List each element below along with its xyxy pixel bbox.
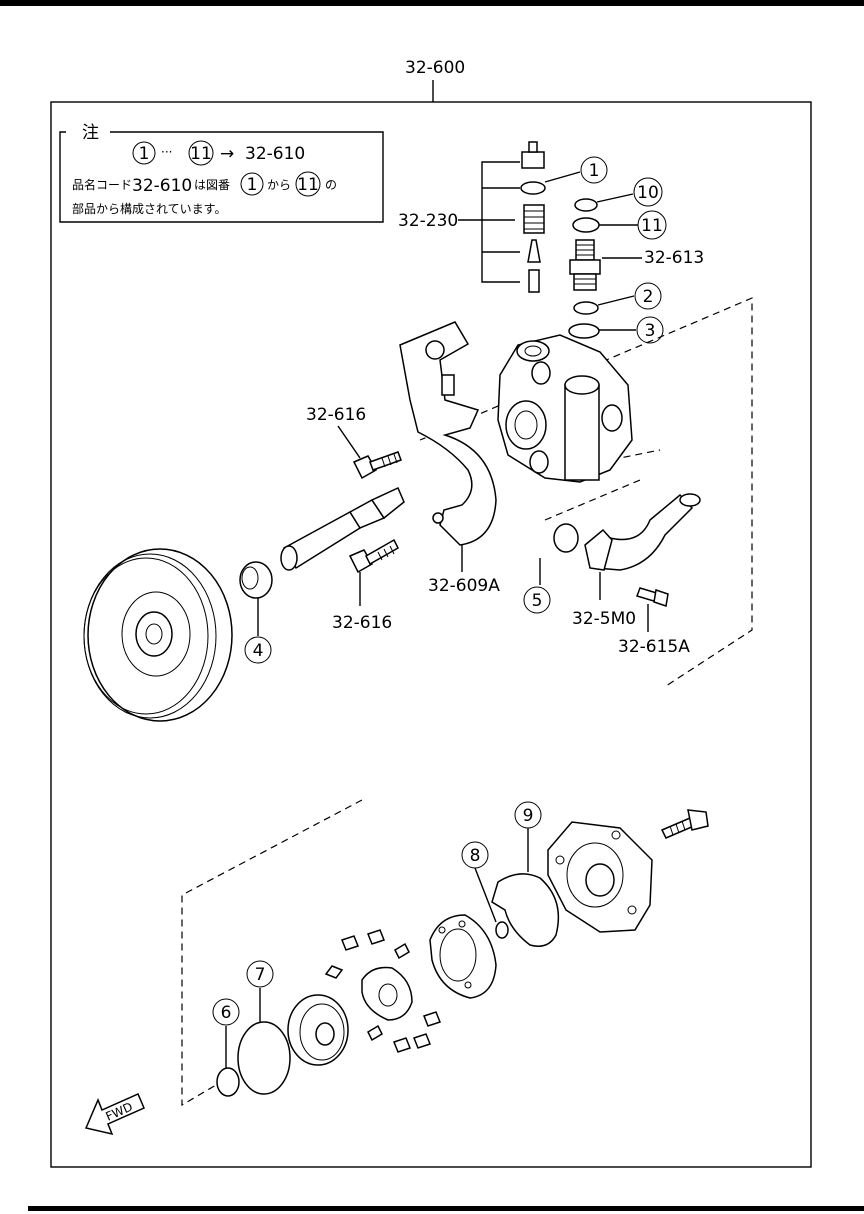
- gasket-9: [491, 873, 560, 947]
- top-rule: [0, 0, 864, 6]
- label-32-616-lower[interactable]: 32-616: [332, 613, 392, 633]
- pulley: [83, 548, 233, 722]
- note-line2-kara: から: [267, 178, 291, 192]
- oring-11: [572, 217, 600, 233]
- vanes: [324, 929, 441, 1053]
- rotor: [361, 966, 413, 1021]
- callout-3[interactable]: 3: [645, 321, 656, 341]
- callout-2[interactable]: 2: [643, 287, 654, 307]
- note-line2-prefix: 品名コード: [72, 177, 132, 192]
- valve-pin: [528, 269, 540, 293]
- label-32-609A[interactable]: 32-609A: [428, 576, 500, 596]
- note-line2-mid: は図番: [194, 178, 230, 192]
- callout-11[interactable]: 11: [641, 216, 663, 236]
- pump-bracket: [399, 321, 497, 546]
- oring-6: [216, 1067, 240, 1097]
- note-line2-code: 32-610: [132, 176, 192, 196]
- note-box: 注 1 ··· 11 → 32-610 品名コード 32-610 は図番 1 か…: [59, 123, 384, 223]
- note-range-code: 32-610: [245, 144, 305, 164]
- oring-8: [495, 921, 509, 939]
- oring-1: [520, 181, 546, 195]
- valve-spring: [523, 204, 545, 234]
- callout-5[interactable]: 5: [532, 591, 543, 611]
- note-heading: 注: [82, 123, 99, 143]
- valve-bracket: [458, 161, 520, 283]
- label-32-5M0[interactable]: 32-5M0: [572, 609, 636, 629]
- bottom-rule: [28, 1206, 864, 1211]
- note-line2-no: の: [325, 178, 337, 192]
- callout-6[interactable]: 6: [221, 1003, 232, 1023]
- diagram-frame: [50, 101, 812, 1168]
- callout-4[interactable]: 4: [253, 641, 264, 661]
- oring-7: [237, 1021, 291, 1095]
- side-plate: [287, 994, 349, 1066]
- oring-2: [573, 301, 599, 315]
- upper-dash-group: [419, 297, 753, 687]
- note-range-dots: ···: [161, 145, 172, 159]
- fwd-label: FWD: [104, 1100, 135, 1124]
- pump-body: [497, 334, 633, 483]
- callout-1[interactable]: 1: [589, 161, 600, 181]
- cam-ring: [429, 914, 497, 999]
- note-arrow: →: [220, 144, 234, 164]
- suction-pipe: [584, 493, 701, 571]
- callout-10[interactable]: 10: [637, 183, 659, 203]
- assembly-code-label[interactable]: 32-600: [405, 58, 465, 78]
- note-line2-from: 1: [247, 175, 258, 195]
- label-32-616-upper[interactable]: 32-616: [306, 405, 366, 425]
- note-line3: 部品から構成されています。: [72, 201, 226, 216]
- bushing-4: [239, 561, 273, 599]
- note-line2-to: 11: [297, 175, 319, 195]
- fwd-arrow-icon: FWD: [84, 1093, 145, 1136]
- note-range-to: 11: [190, 144, 212, 164]
- callout-8[interactable]: 8: [470, 846, 481, 866]
- callout-7[interactable]: 7: [255, 965, 266, 985]
- valve-piston: [527, 239, 541, 263]
- rear-housing: [547, 821, 653, 933]
- pump-shaft: [280, 486, 405, 571]
- label-32-230[interactable]: 32-230: [398, 211, 458, 231]
- rear-bolt: [660, 809, 709, 839]
- callout-9[interactable]: 9: [523, 806, 534, 826]
- flow-valve-cap: [521, 141, 545, 169]
- bolt-32-616-lower: [348, 538, 399, 574]
- label-32-615A[interactable]: 32-615A: [618, 637, 690, 657]
- connector-32-613: [569, 239, 601, 291]
- bolt-32-616-upper: [352, 451, 402, 480]
- gasket-5: [553, 523, 579, 553]
- oring-3: [568, 323, 600, 339]
- bolt-32-615A: [636, 587, 669, 607]
- label-32-613[interactable]: 32-613: [644, 248, 704, 268]
- note-range-from: 1: [139, 144, 150, 164]
- oring-10: [574, 198, 598, 212]
